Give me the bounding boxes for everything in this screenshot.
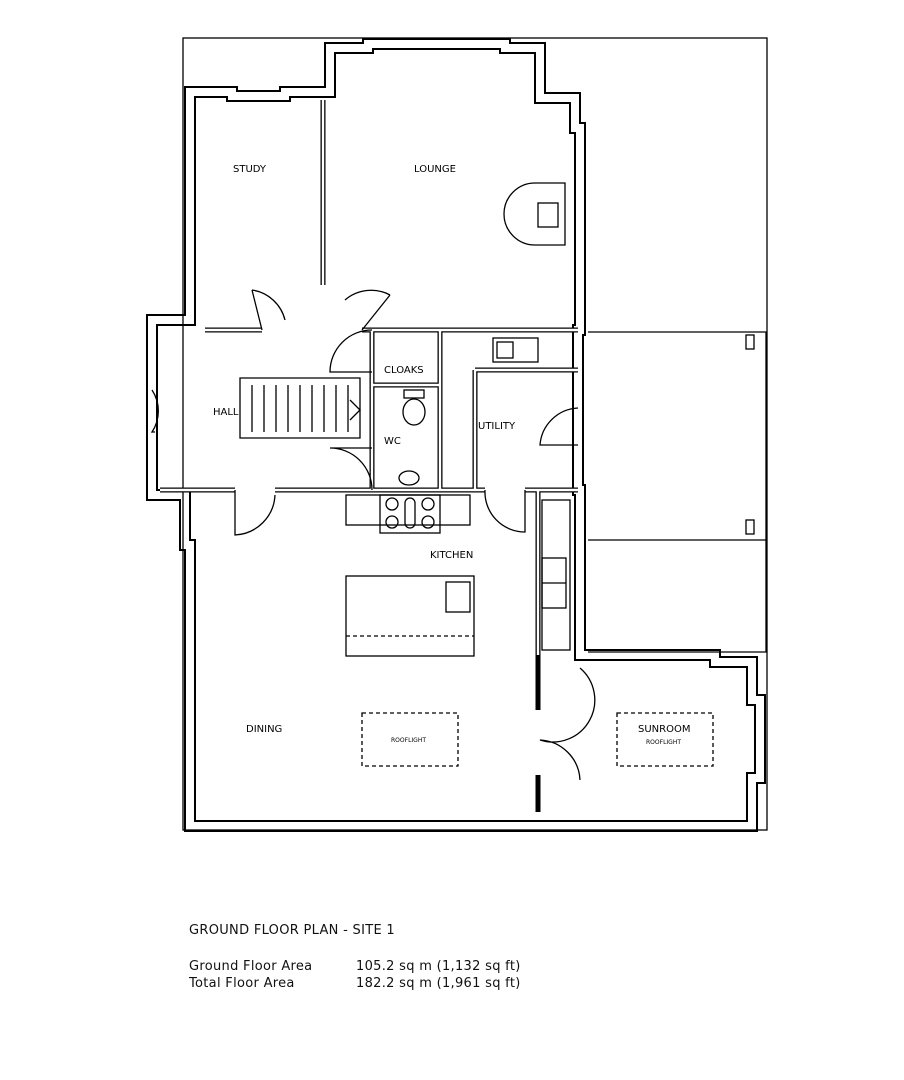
internal-walls [160,100,578,812]
room-label-lounge: LOUNGE [414,164,456,175]
rooflights [361,712,714,767]
fixtures [239,182,571,657]
room-label-utility: UTILITY [478,421,516,432]
room-label-sunroom: SUNROOM [638,724,690,735]
ground-floor-area-value: 105.2 sq m (1,132 sq ft) [356,959,521,974]
plan-title: GROUND FLOOR PLAN - SITE 1 [189,923,396,938]
total-floor-area-label: Total Floor Area [189,976,295,991]
ground-floor-area-label: Ground Floor Area [189,959,313,974]
room-labels: STUDY LOUNGE CLOAKS HALL WC UTILITY KITC… [213,164,690,746]
room-label-study: STUDY [233,164,267,175]
outer-walls [146,37,768,832]
sunroom-rooflight-label: ROOFLIGHT [646,739,681,746]
room-label-dining: DINING [246,724,282,735]
doors [150,289,596,781]
total-floor-area-value: 182.2 sq m (1,961 sq ft) [356,976,521,991]
room-label-cloaks: CLOAKS [384,365,424,376]
room-label-hall: HALL [213,407,239,418]
room-label-wc: WC [384,436,401,447]
rooflight-label: ROOFLIGHT [391,737,426,744]
carport-outline [588,331,767,653]
room-label-kitchen: KITCHEN [430,550,473,561]
